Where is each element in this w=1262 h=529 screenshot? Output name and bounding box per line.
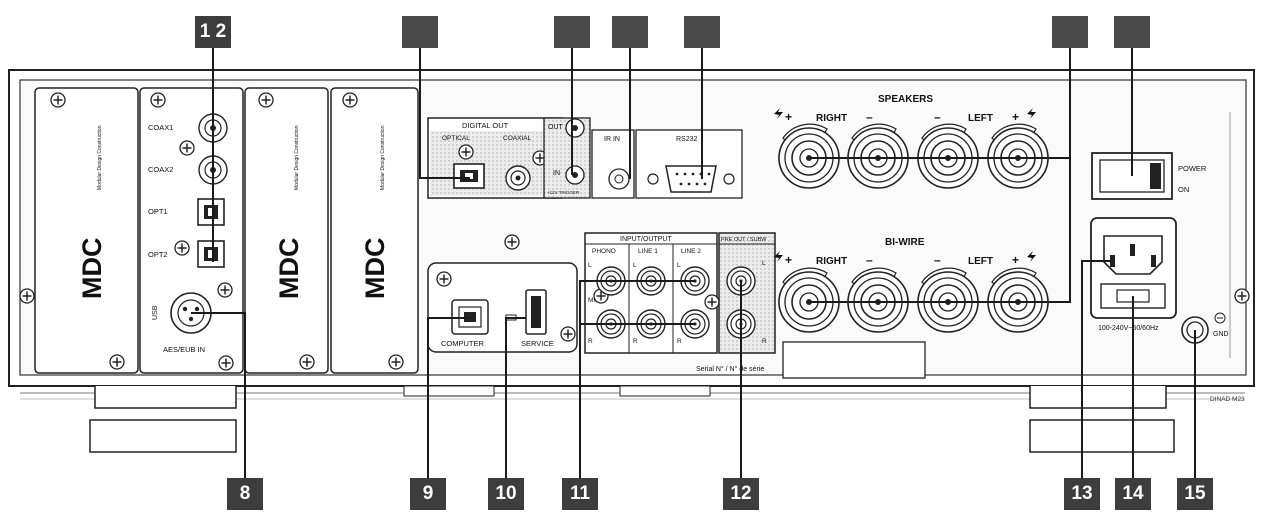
module-slot-1: MDC Modular Design Construction xyxy=(34,87,139,374)
digital-out-title: DIGITAL OUT xyxy=(462,121,509,130)
mdc-sub-1: Modular Design Construction xyxy=(97,125,103,190)
service-label: SERVICE xyxy=(521,339,554,348)
rs232-label: RS232 xyxy=(676,136,698,143)
l-label: L xyxy=(588,262,592,269)
callout-blank-digital-out xyxy=(402,16,438,48)
callout-12-bottom: 12 xyxy=(723,478,759,510)
computer-label: COMPUTER xyxy=(441,339,485,348)
coaxial-label: COAXIAL xyxy=(503,135,532,142)
trigger-in-label: IN xyxy=(553,170,560,177)
module-slot-2-digital: COAX1 COAX2 OPT1 OPT2 USB AES/EUB IN xyxy=(139,87,244,374)
callout-blank-power xyxy=(1114,16,1150,48)
module-slot-4: MDC Modular Design Construction xyxy=(330,87,419,374)
pre-out-label: PRE OUT / SUBW xyxy=(721,237,767,243)
power-label: POWER xyxy=(1178,164,1207,173)
l-label: L xyxy=(633,262,637,269)
mdc-logo-4: MDC xyxy=(360,238,390,300)
mdc-logo-1: MDC xyxy=(77,238,107,300)
callout-15: 15 xyxy=(1177,478,1213,510)
phono-label: PHONO xyxy=(592,248,616,255)
r-label: R xyxy=(762,338,767,345)
gnd-label: GND xyxy=(1213,331,1229,338)
callout-14: 14 xyxy=(1115,478,1151,510)
mains-voltage-label: 100-240V~50/60Hz xyxy=(1098,325,1159,332)
trigger-label: +12V TRIGGER xyxy=(547,190,580,195)
biwire-minus-right: – xyxy=(866,253,873,267)
callout-blank-speakers xyxy=(1052,16,1088,48)
speakers-minus-right: – xyxy=(866,110,873,124)
line1-label: LINE 1 xyxy=(638,248,658,255)
l-label: L xyxy=(677,262,681,269)
mdc-sub-3: Modular Design Construction xyxy=(294,125,300,190)
optical-label: OPTICAL xyxy=(442,135,470,142)
feet xyxy=(89,385,1175,453)
optical-out-port[interactable] xyxy=(453,163,485,189)
mm-label: MM xyxy=(588,297,599,304)
speakers-minus-left: – xyxy=(934,110,941,124)
r-label: R xyxy=(633,338,638,345)
usb-side-label: USB xyxy=(152,305,159,320)
digital-out-panel: DIGITAL OUT OPTICAL COAXIAL OUT IN +12V … xyxy=(427,117,743,199)
serial-plate xyxy=(782,341,926,379)
serial-label: Serial N° / N° de série xyxy=(696,365,764,373)
opt2-label: OPT2 xyxy=(148,250,168,259)
usb-panel: COMPUTER SERVICE xyxy=(427,234,578,353)
callout-blank-ir xyxy=(612,16,648,48)
leader-lines xyxy=(191,46,1196,478)
biwire-minus-left: – xyxy=(934,253,941,267)
speakers-plus-right: + xyxy=(785,110,792,124)
speakers-right-label: RIGHT xyxy=(816,113,847,124)
l-label: L xyxy=(762,260,766,267)
speakers-left-label: LEFT xyxy=(968,113,993,124)
biwire-plus-left: + xyxy=(1012,253,1019,267)
line2-label: LINE 2 xyxy=(681,248,701,255)
coax1-label: COAX1 xyxy=(148,123,173,132)
aes-ebu-label: AES/EUB IN xyxy=(163,345,205,354)
coax2-label: COAX2 xyxy=(148,165,173,174)
pre-out-panel: PRE OUT / SUBW L R xyxy=(718,232,776,354)
mdc-logo-3: MDC xyxy=(274,238,304,300)
input-output-title: INPUT/OUTPUT xyxy=(620,236,672,243)
callout-13: 13 xyxy=(1064,478,1100,510)
mdc-sub-4: Modular Design Construction xyxy=(380,125,386,190)
rs232-port[interactable] xyxy=(665,165,717,193)
analog-inputs-panel: INPUT/OUTPUT PHONO LINE 1 LINE 2 L L L M… xyxy=(584,232,720,354)
callout-blank-rs232 xyxy=(684,16,720,48)
speaker-terminals: SPEAKERS + RIGHT – – LEFT + BI-WIRE + RI… xyxy=(774,94,1049,333)
callout-11: 11 xyxy=(562,478,598,510)
model-code: DINAD M23 xyxy=(1210,396,1245,403)
biwire-left-label: LEFT xyxy=(968,256,993,267)
callout-blank-trigger xyxy=(554,16,590,48)
biwire-title: BI-WIRE xyxy=(885,237,925,248)
callout-10: 10 xyxy=(488,478,524,510)
module-slot-3: MDC Modular Design Construction xyxy=(244,87,329,374)
r-label: R xyxy=(677,338,682,345)
callout-9: 9 xyxy=(410,478,446,510)
biwire-right-label: RIGHT xyxy=(816,256,847,267)
speakers-plus-left: + xyxy=(1012,110,1019,124)
on-label: ON xyxy=(1178,185,1189,194)
r-label: R xyxy=(588,338,593,345)
ir-in-label: IR IN xyxy=(604,136,620,143)
speakers-title: SPEAKERS xyxy=(878,94,933,105)
callout-8: 8 xyxy=(227,478,263,510)
biwire-plus-right: + xyxy=(785,253,792,267)
trigger-out-label: OUT xyxy=(548,124,564,131)
callout-12-top: 1 2 xyxy=(195,16,231,48)
opt1-label: OPT1 xyxy=(148,207,168,216)
